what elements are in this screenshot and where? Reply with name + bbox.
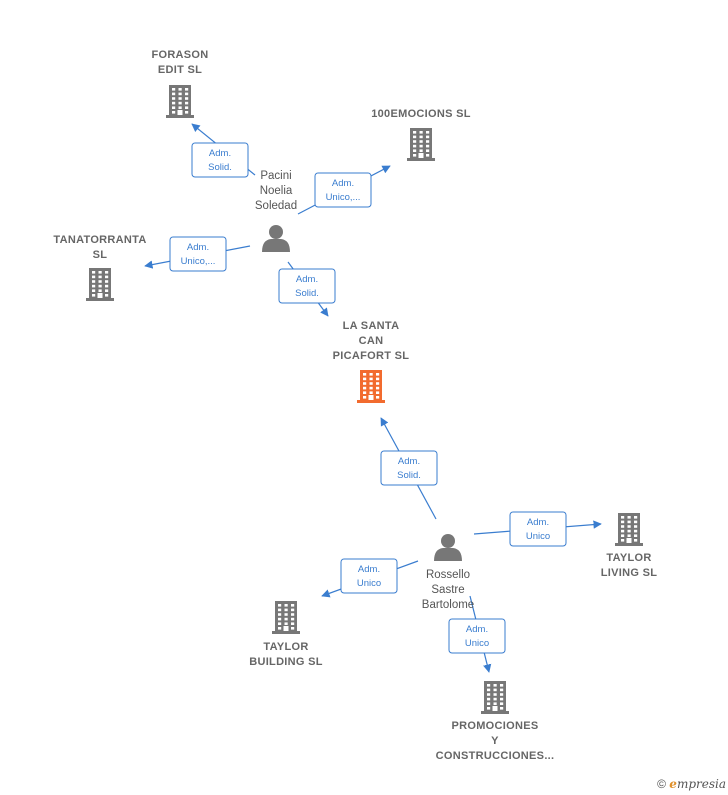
- edge-rossello-taylorliving: Adm. Unico: [473, 511, 602, 547]
- edge-label-line: Unico: [357, 578, 381, 589]
- person-name-line: Soledad: [255, 200, 297, 212]
- edge-pacini-emocions: Adm. Unico,...: [297, 165, 391, 215]
- edge-label-box: [448, 618, 506, 654]
- edge-label-line: Solid.: [295, 288, 319, 299]
- edge-label-box: [380, 450, 438, 486]
- edge-label-line: Adm.: [466, 624, 488, 635]
- edge-label-line: Solid.: [208, 162, 232, 173]
- edge-label-line: Unico: [465, 638, 489, 649]
- person-name-line: Rossello: [426, 569, 470, 581]
- person-name-line: Sastre: [431, 584, 464, 596]
- edge-label-box: [509, 511, 567, 547]
- company-name-line: LIVING SL: [601, 567, 657, 579]
- company-name-line: Y: [491, 735, 499, 747]
- edges-layer: Adm.Solid.Adm.Unico,...Adm.Unico,...Adm.…: [144, 123, 602, 673]
- edge-label-line: Adm.: [332, 178, 354, 189]
- edge-role-label[interactable]: Adm. Solid.: [191, 142, 249, 178]
- edge-role-label[interactable]: Adm. Unico,...: [169, 236, 227, 272]
- edge-rossello-taylorbuilding: Adm. Unico: [321, 558, 419, 598]
- company-name-line: EDIT SL: [158, 64, 202, 76]
- company-name-line: 100EMOCIONS SL: [371, 108, 471, 120]
- edge-label-line: Adm.: [187, 242, 209, 253]
- building-icon: [272, 601, 300, 634]
- company-name-line: PROMOCIONES: [451, 720, 538, 732]
- person-name-line: Pacini: [260, 170, 291, 182]
- edge-role-label[interactable]: Adm. Unico: [509, 511, 567, 547]
- company-node-taylorbuilding[interactable]: TAYLOR BUILDING SL: [249, 601, 323, 668]
- company-node-emocions[interactable]: 100EMOCIONS SL: [371, 108, 471, 161]
- edge-label-line: Adm.: [296, 274, 318, 285]
- building-icon: [407, 128, 435, 161]
- brand-logo-text: mpresia: [676, 777, 726, 791]
- company-node-lasanta[interactable]: LA SANTA CAN PICAFORT SL: [333, 320, 410, 403]
- building-icon: [86, 268, 114, 301]
- edge-label-line: Adm.: [358, 564, 380, 575]
- company-node-promociones[interactable]: PROMOCIONES Y CONSTRUCCIONES...: [436, 681, 555, 762]
- company-name-line: LA SANTA: [343, 320, 400, 332]
- building-icon: [481, 681, 509, 714]
- edge-label-line: Unico,...: [181, 256, 216, 267]
- person-icon: [434, 534, 462, 561]
- person-name-line: Noelia: [260, 185, 293, 197]
- nodes-layer: FORASON EDIT SL 100EMOCIONS SL TANATORRANTA…: [53, 49, 657, 762]
- edge-pacini-lasanta: Adm. Solid.: [278, 261, 336, 317]
- edge-label-line: Unico: [526, 531, 550, 542]
- edge-label-box: [191, 142, 249, 178]
- copyright-symbol: ©: [657, 777, 666, 791]
- company-name-line: TAYLOR: [606, 552, 651, 564]
- edge-role-label[interactable]: Adm. Unico,...: [314, 172, 372, 208]
- edge-role-label[interactable]: Adm. Unico: [448, 618, 506, 654]
- building-icon: [615, 513, 643, 546]
- company-name-line: FORASON: [151, 49, 208, 61]
- edge-label-box: [169, 236, 227, 272]
- edge-role-label[interactable]: Adm. Solid.: [380, 450, 438, 486]
- company-node-taylorliving[interactable]: TAYLOR LIVING SL: [601, 513, 657, 579]
- edge-pacini-tanatorranta: Adm. Unico,...: [144, 236, 251, 272]
- company-node-forason[interactable]: FORASON EDIT SL: [151, 49, 208, 118]
- company-name-line: PICAFORT SL: [333, 350, 410, 362]
- edge-rossello-promociones: Adm. Unico: [448, 595, 506, 673]
- building-icon: [166, 85, 194, 118]
- edge-role-label[interactable]: Adm. Unico: [340, 558, 398, 594]
- company-name-line: CONSTRUCCIONES...: [436, 750, 555, 762]
- company-node-tanatorranta[interactable]: TANATORRANTA SL: [53, 234, 146, 301]
- company-name-line: SL: [93, 249, 108, 261]
- edge-label-box: [278, 268, 336, 304]
- company-name-line: CAN: [359, 335, 384, 347]
- company-name-line: BUILDING SL: [249, 656, 323, 668]
- edge-pacini-forason: Adm. Solid.: [191, 123, 256, 178]
- company-name-line: TANATORRANTA: [53, 234, 146, 246]
- edge-label-box: [340, 558, 398, 594]
- edge-label-line: Adm.: [398, 456, 420, 467]
- edge-label-line: Unico,...: [326, 192, 361, 203]
- edge-label-line: Adm.: [527, 517, 549, 528]
- brand-logo-initial: e: [669, 777, 677, 791]
- person-name-line: Bartolome: [422, 599, 474, 611]
- edge-role-label[interactable]: Adm. Solid.: [278, 268, 336, 304]
- footer-brand: © empresia: [657, 777, 726, 791]
- edge-label-line: Adm.: [209, 148, 231, 159]
- company-name-line: TAYLOR: [263, 641, 308, 653]
- person-icon: [262, 225, 290, 252]
- edge-label-box: [314, 172, 372, 208]
- building-icon: [357, 370, 385, 403]
- edge-rossello-lasanta: Adm. Solid.: [380, 417, 438, 520]
- edge-label-line: Solid.: [397, 470, 421, 481]
